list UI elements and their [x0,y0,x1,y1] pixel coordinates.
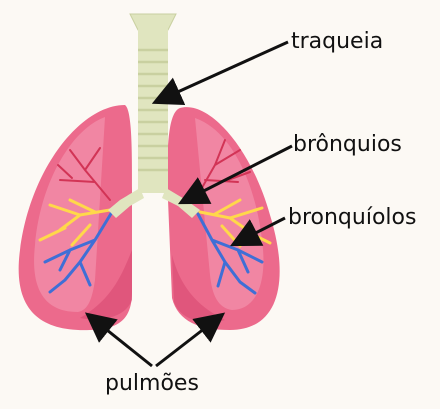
lungs-arrow-right [156,318,218,366]
lungs-label: pulmões [105,373,199,395]
lungs-arrow-left [92,318,152,366]
bronchi-label: brônquios [293,134,402,156]
trachea-label: traqueia [291,31,383,53]
trachea-arrow [160,42,288,100]
right-lung [167,107,279,330]
bronchioles-label: bronquíolos [288,207,416,229]
